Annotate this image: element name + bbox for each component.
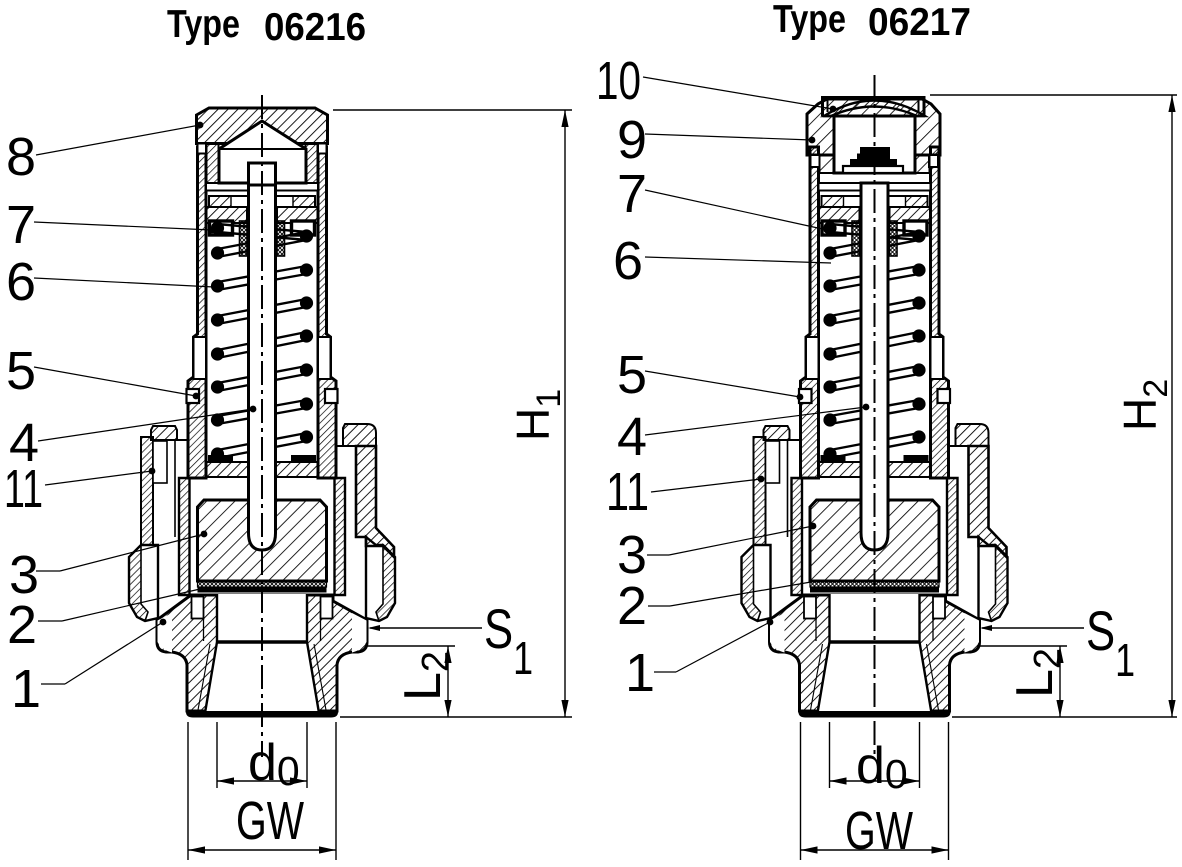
svg-text:8: 8 [6, 127, 36, 187]
svg-text:6: 6 [6, 252, 36, 312]
svg-text:1: 1 [625, 643, 655, 703]
svg-text:3: 3 [617, 525, 647, 585]
svg-text:11: 11 [4, 459, 43, 519]
svg-text:H2: H2 [1114, 379, 1175, 431]
svg-text:2: 2 [617, 576, 647, 636]
svg-text:H1: H1 [507, 389, 568, 441]
svg-text:9: 9 [617, 110, 647, 170]
svg-text:4: 4 [617, 407, 647, 467]
svg-text:GW: GW [845, 801, 913, 861]
svg-text:6: 6 [613, 231, 643, 291]
svg-text:5: 5 [617, 345, 647, 405]
svg-text:d0: d0 [248, 734, 300, 794]
svg-text:2: 2 [7, 595, 37, 655]
svg-text:10: 10 [596, 51, 641, 111]
svg-text:GW: GW [236, 791, 304, 851]
svg-text:7: 7 [617, 164, 647, 224]
svg-text:5: 5 [6, 341, 36, 401]
svg-text:7: 7 [6, 195, 36, 255]
svg-text:1: 1 [11, 659, 41, 719]
svg-text:11: 11 [606, 462, 649, 522]
svg-text:4: 4 [9, 413, 39, 473]
svg-text:06216: 06216 [264, 6, 366, 49]
svg-text:Type: Type [167, 3, 240, 46]
svg-text:06217: 06217 [868, 1, 971, 44]
svg-text:Type: Type [773, 0, 846, 41]
svg-text:3: 3 [9, 545, 39, 605]
